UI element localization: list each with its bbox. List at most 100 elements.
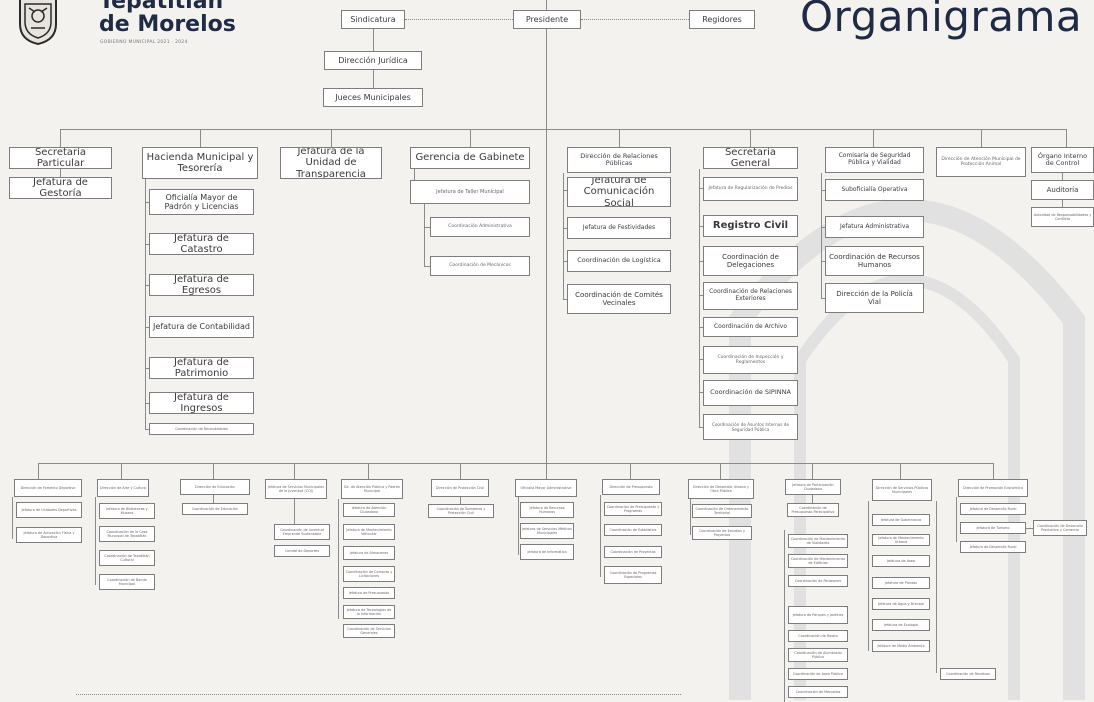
box-regularizacion-predios: Jefatura de Regularización de Predios <box>703 177 798 201</box>
logo-line-1: Tepatitlán <box>99 0 224 14</box>
box-presupuesto-j: Jefatura de Presupuesto <box>343 587 395 599</box>
box-coordinacion-archivo: Coordinación de Archivo <box>703 317 798 337</box>
connector <box>699 188 703 189</box>
connector <box>699 295 703 296</box>
box-proteccion-civil: Dirección de Protección Civil <box>431 479 489 497</box>
connector <box>60 129 1067 130</box>
connector <box>145 368 149 369</box>
box-atencion-publica: Dir. de Atención Pública y Padrón Munici… <box>341 479 403 499</box>
box-programas-especiales: Coordinación de Programas Especiales <box>604 566 662 584</box>
connector <box>1066 129 1067 147</box>
box-banda-municipal: Coordinación de Banda Municipal <box>99 574 155 590</box>
connector <box>699 359 703 360</box>
connector <box>145 202 149 203</box>
box-presidente: Presidente <box>513 10 581 29</box>
box-sindicatura: Sindicatura <box>341 10 405 29</box>
box-servicios-medicos: Jefatura de Servicios Médicos Municipale… <box>520 523 574 539</box>
box-inspeccion-reglamentos: Coordinación de Inspección y Reglamentos <box>703 346 798 374</box>
box-bomberos: Coordinación de Bomberos y Protección Ci… <box>428 504 494 518</box>
box-comisaria-seguridad: Comisaría de Seguridad Pública y Vialida… <box>825 147 924 173</box>
connector <box>699 261 703 262</box>
connector <box>373 29 374 60</box>
box-comite-deportes: Comité de Deportes <box>274 545 330 557</box>
box-policia-vial: Dirección de la Policía Vial <box>825 283 924 313</box>
connector <box>619 129 620 147</box>
box-gerencia-gabinete: Gerencia de Gabinete <box>410 147 530 169</box>
box-panteones: Coordinación de Panteones <box>788 575 848 587</box>
box-coordinacion-educacion: Coordinación de Educación <box>182 503 248 515</box>
box-coordinacion-logistica: Coordinación de Logística <box>567 250 671 272</box>
connector <box>981 129 982 147</box>
box-aseo: Jefatura de Aseo <box>872 555 930 567</box>
connector <box>1026 528 1033 529</box>
connector <box>546 0 547 452</box>
connector <box>699 427 703 428</box>
connector <box>720 463 721 479</box>
connector <box>331 129 332 147</box>
connector <box>956 497 957 542</box>
box-parques-jardines: Jefatura de Parques y Jardines <box>788 606 848 624</box>
connector <box>424 204 425 266</box>
connector <box>368 463 369 479</box>
connector <box>373 70 374 88</box>
box-recursos-humanos-l: Jefatura de Recursos Humanos <box>520 502 574 518</box>
connector <box>690 499 691 535</box>
connector <box>868 501 869 651</box>
connector <box>145 244 149 245</box>
box-relaciones-exteriores: Coordinación de Relaciones Exteriores <box>703 282 798 310</box>
box-informatica: Jefatura de Informática <box>520 544 574 560</box>
connector <box>460 463 461 479</box>
box-secretaria-general: Secretaría General <box>703 147 798 169</box>
connector <box>38 463 994 464</box>
box-proyectos: Coordinación de Proyectos <box>604 546 662 558</box>
box-atencion-ciudadana: Jefatura de Atención Ciudadana <box>343 503 395 517</box>
box-auditoria: Auditoría <box>1031 180 1094 200</box>
connector <box>563 299 567 300</box>
box-coordinacion-recaudadores: Coordinación de Recaudadores <box>149 423 254 435</box>
connector <box>563 190 567 191</box>
box-activacion-fisica: Jefatura de Activación Física y Deportiv… <box>16 527 82 543</box>
connector <box>38 463 39 479</box>
box-presupuesto-programas: Coordinación de Presupuesto y Programas <box>604 502 662 516</box>
box-jefatura-ingresos: Jefatura de Ingresos <box>149 392 254 414</box>
box-almacenes: Jefatura de Almacenes <box>343 546 395 560</box>
box-presupuesto-participativo: Coordinación de Presupuesto Participativ… <box>787 503 839 517</box>
box-suboficialia-operativa: Suboficialía Operativa <box>825 179 924 201</box>
box-agua-drenaje: Jefatura de Agua y Drenaje <box>872 598 930 610</box>
connector <box>936 501 937 673</box>
connector <box>546 463 547 479</box>
box-regidores: Regidores <box>689 10 755 29</box>
box-relaciones-publicas: Dirección de Relaciones Públicas <box>567 147 671 173</box>
connector <box>424 227 430 228</box>
box-comites-vecinales: Coordinación de Comités Vecinales <box>567 284 671 314</box>
connector <box>12 497 13 539</box>
connector <box>338 499 339 619</box>
box-jefatura-festividades: Jefatura de Festividades <box>567 217 671 239</box>
connector <box>1062 200 1063 207</box>
box-direccion-juridica: Dirección Jurídica <box>324 51 422 70</box>
connector <box>821 173 822 298</box>
connector <box>60 129 61 147</box>
connector <box>294 463 295 479</box>
municipal-crest-logo <box>19 0 57 46</box>
box-desarrollo-rural-2: Jefatura de Desarrollo Rural <box>960 541 1026 553</box>
box-ordenamiento: Coordinación de Ordenamiento Territorial <box>692 504 752 518</box>
connector <box>900 463 901 479</box>
box-secretaria-particular: Secretaría Particular <box>9 147 112 169</box>
connector <box>784 530 785 702</box>
box-mant-urbano: Jefatura de Mantenimiento Urbano <box>872 534 930 546</box>
connector <box>145 285 149 286</box>
box-sipinna: Coordinación de SIPINNA <box>703 380 798 406</box>
connector <box>470 129 471 147</box>
box-estadistica: Coordinación de Estadística <box>604 524 662 536</box>
page-title: Organigrama <box>800 0 1083 41</box>
connector <box>1062 173 1063 180</box>
connector <box>213 495 214 503</box>
box-fomento-deportivo: Dirección de Fomento Deportivo <box>14 479 82 497</box>
logo-subtitle: GOBIERNO MUNICIPAL 2021 · 2024 <box>100 40 188 45</box>
connector <box>699 226 703 227</box>
connector <box>424 266 430 267</box>
box-turismo: Jefatura de Turismo <box>960 522 1026 534</box>
box-mercados: Coordinación de Mercados <box>788 686 848 698</box>
box-oficialia-mayor-padron: Oficialía Mayor de Padrón y Licencias <box>149 189 254 215</box>
